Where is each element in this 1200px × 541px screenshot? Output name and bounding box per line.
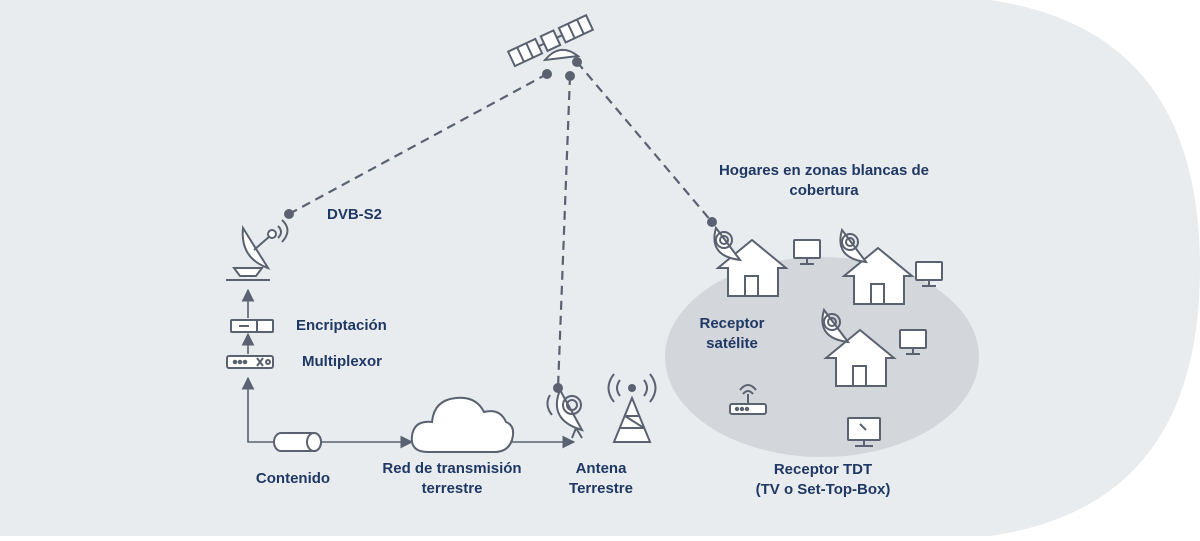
satellite-receiver-label: Receptor satélite — [680, 314, 784, 354]
encryption-label: Encriptación — [296, 317, 387, 334]
dvb-s2-label: DVB-S2 — [327, 206, 383, 223]
flow-arrows — [241, 288, 576, 449]
tdt-receiver-label-line1: Receptor TDT — [773, 461, 873, 478]
monitor-icon — [899, 329, 927, 355]
monitor-icon — [793, 239, 821, 265]
house-icon — [823, 328, 897, 387]
monitor-icon — [847, 417, 881, 447]
tdt-receiver-label-line2: (TV o Set-Top-Box) — [755, 481, 891, 498]
router-icon — [729, 384, 767, 415]
homes-label-line2: cobertura — [789, 182, 859, 199]
multiplexer-label: Multiplexor — [302, 353, 383, 370]
network-label-line1: Red de transmisión — [382, 460, 522, 477]
satellite-receiver-label-line1: Receptor — [699, 315, 765, 332]
content-storage-icon — [273, 432, 322, 452]
antenna-label-line2: Terrestre — [569, 480, 633, 497]
multiplexer-device-icon — [226, 355, 274, 369]
receiving-dish-icon — [821, 307, 851, 344]
uplink-dish-icon — [226, 219, 289, 281]
network-label: Red de transmisión terrestre — [366, 459, 538, 499]
tdt-receiver-label: Receptor TDT (TV o Set-Top-Box) — [730, 460, 916, 500]
cloud-icon — [410, 396, 515, 453]
homes-label: Hogares en zonas blancas de cobertura — [690, 161, 958, 201]
satellite-icon — [506, 13, 595, 68]
encryption-device-icon — [230, 319, 274, 333]
homes-label-line1: Hogares en zonas blancas de — [718, 162, 930, 179]
antenna-label: Antena Terrestre — [548, 459, 654, 499]
antenna-label-line1: Antena — [575, 460, 627, 477]
receiving-dish-icon — [713, 225, 743, 262]
network-label-line2: terrestre — [421, 480, 483, 497]
dashed-links — [288, 61, 713, 389]
receiving-dish-icon — [546, 387, 585, 439]
satellite-receiver-label-line2: satélite — [706, 335, 758, 352]
content-label: Contenido — [255, 470, 331, 487]
monitor-icon — [915, 261, 943, 287]
receiving-dish-icon — [839, 227, 869, 264]
transmission-tower-icon — [607, 373, 657, 443]
